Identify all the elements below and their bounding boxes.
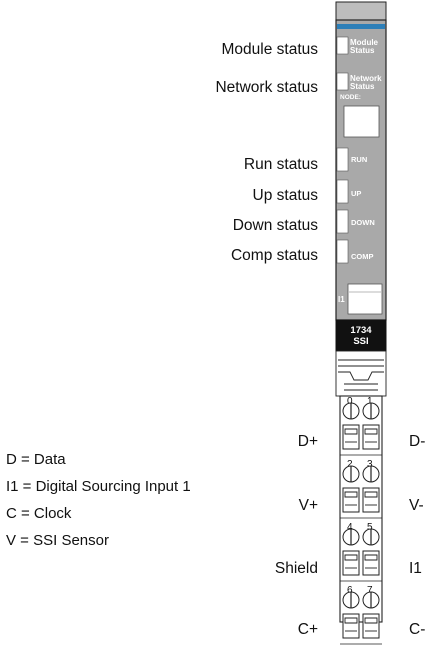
terminal-clamp[interactable] [342,613,360,639]
terminal-block: 0 1 2 3 4 5 6 7 [339,395,383,645]
comp-led [336,239,349,264]
terminal-clamp[interactable] [362,550,380,576]
catalog-line2: SSI [353,336,368,347]
terminal-number-1: 1 [367,396,373,407]
legend-item-data: D = Data [6,451,66,468]
network-status-face-line2: Status [350,82,375,91]
terminal-clamp[interactable] [342,424,360,450]
latch-section [335,350,387,397]
up-led [336,179,349,204]
terminal-label-d-minus: D- [409,433,426,450]
terminal-label-shield: Shield [274,560,318,577]
terminal-clamp[interactable] [362,424,380,450]
i1-face-label: I1 [338,295,345,304]
top-strip [337,24,385,29]
up-status-label: Up status [252,187,318,204]
terminal-label-d-plus: D+ [297,433,318,450]
terminal-label-c-plus: C+ [297,621,318,638]
terminal-number-6: 6 [347,585,353,596]
terminal-label-c-minus: C- [409,621,426,638]
down-face-label: DOWN [351,218,375,227]
terminal-number-0: 0 [347,396,353,407]
catalog-line1: 1734 [350,325,372,336]
terminal-clamp[interactable] [362,613,380,639]
terminal-clamp[interactable] [362,487,380,513]
network-status-label: Network status [215,79,318,96]
terminal-clamp[interactable] [342,550,360,576]
legend-item-clock: C = Clock [6,505,72,522]
terminal-number-4: 4 [347,522,353,533]
terminal-number-5: 5 [367,522,373,533]
module-status-led [336,36,349,55]
module-status-face-line1: Module [350,38,379,47]
network-status-led [336,72,349,91]
node-address-window [343,105,380,138]
comp-status-label: Comp status [230,247,318,264]
up-face-label: UP [351,189,361,198]
network-status-face-line1: Network [350,74,382,83]
run-face-label: RUN [351,155,367,164]
i1-indicator [347,283,383,315]
terminal-label-v-minus: V- [409,497,424,514]
terminal-label-v-plus: V+ [298,497,318,514]
terminal-number-2: 2 [347,459,353,470]
terminal-number-3: 3 [367,459,373,470]
node-label: NODE: [340,94,361,101]
terminal-number-7: 7 [367,585,373,596]
terminal-label-i1: I1 [409,560,422,577]
legend-item-input: I1 = Digital Sourcing Input 1 [6,478,191,495]
comp-face-label: COMP [351,252,374,261]
legend-item-sensor: V = SSI Sensor [6,532,109,549]
module-status-face-line2: Status [350,46,375,55]
run-status-label: Run status [243,156,318,173]
module-1734-ssi: Module Status Network Status NODE: RUN U… [335,1,387,645]
down-led [336,209,349,234]
run-led [336,147,349,172]
down-status-label: Down status [232,217,318,234]
terminal-clamp[interactable] [342,487,360,513]
module-status-label: Module status [221,41,319,58]
